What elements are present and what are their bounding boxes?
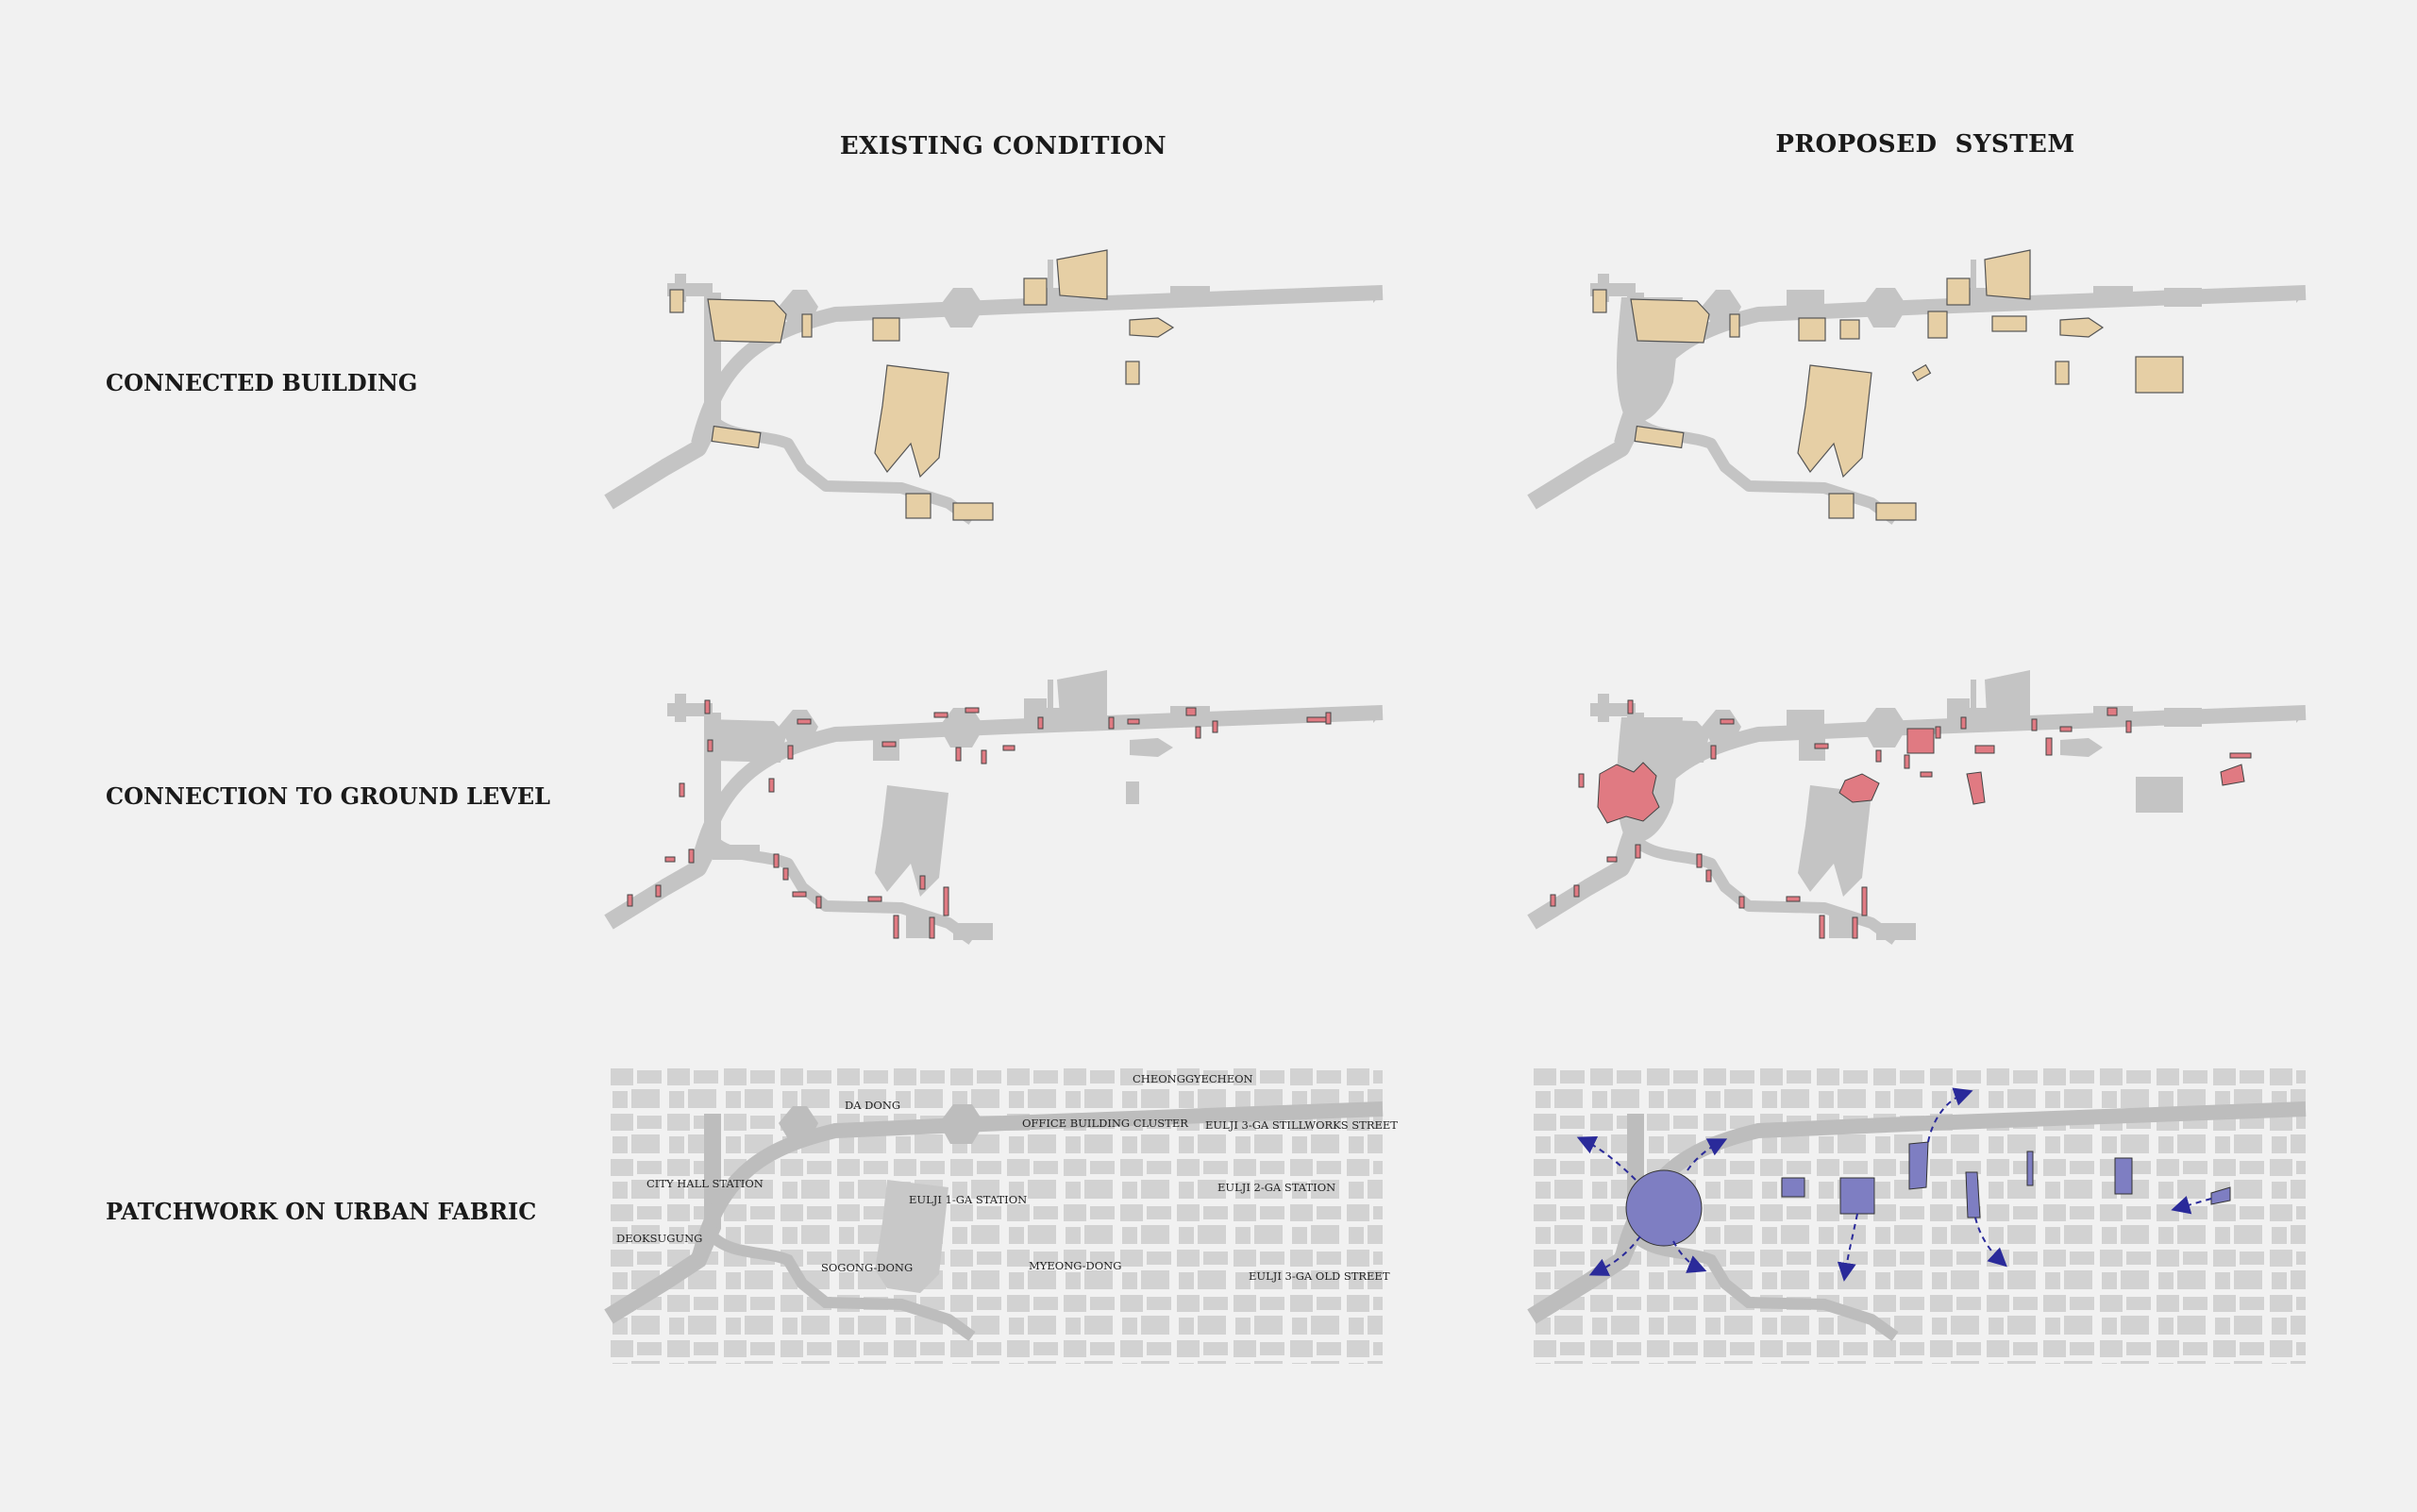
label-eulji2-station: EULJI 2-GA STATION	[1217, 1181, 1335, 1194]
label-city-hall-station: CITY HALL STATION	[646, 1177, 764, 1190]
flow-arrow	[1687, 1138, 1728, 1171]
proposed-node	[2026, 1151, 2034, 1186]
label-eulji1-station: EULJI 1-GA STATION	[909, 1193, 1027, 1206]
column-title-existing: EXISTING CONDITION	[839, 132, 1167, 160]
label-eulji3-old-street: EULJI 3-GA OLD STREET	[1249, 1269, 1390, 1283]
column-title-proposed: PROPOSED SYSTEM	[1775, 130, 2075, 159]
proposed-node	[1965, 1171, 1981, 1218]
flow-arrow	[1837, 1213, 1858, 1282]
label-da-dong: DA DONG	[845, 1099, 900, 1112]
panel-patchwork-existing: CHEONGGYECHEON DA DONG OFFICE BUILDING C…	[604, 1067, 1398, 1364]
proposed-node	[2114, 1157, 2133, 1195]
flow-arrow	[1927, 1087, 1973, 1143]
flow-arrow	[1672, 1240, 1707, 1273]
label-deoksugung: DEOKSUGUNG	[616, 1232, 702, 1245]
panel-connected-proposed	[1532, 241, 2306, 533]
panel-patchwork-proposed	[1527, 1067, 2307, 1364]
label-sogong-dong: SOGONG-DONG	[821, 1261, 913, 1274]
label-cheonggyecheon: CHEONGGYECHEON	[1133, 1072, 1253, 1085]
row-label-connected-building: CONNECTED BUILDING	[106, 369, 418, 396]
proposed-node	[2210, 1186, 2231, 1205]
proposed-hub-node	[1625, 1169, 1703, 1247]
proposed-node	[1908, 1141, 1929, 1190]
row-label-ground-level: CONNECTION TO GROUND LEVEL	[106, 782, 551, 810]
panel-connected-existing	[609, 241, 1383, 533]
panel-ground-proposed	[1532, 661, 2306, 953]
flow-arrow	[1974, 1217, 2007, 1268]
proposed-node	[1839, 1177, 1875, 1215]
label-eulji3-stillworks-street: EULJI 3-GA STILLWORKS STREET	[1205, 1118, 1398, 1132]
proposed-node	[1781, 1177, 1805, 1198]
flow-arrow	[1588, 1235, 1641, 1276]
row-label-urban-fabric: PATCHWORK ON URBAN FABRIC	[106, 1198, 537, 1225]
panel-ground-existing	[609, 661, 1383, 953]
label-office-building-cluster: OFFICE BUILDING CLUSTER	[1022, 1117, 1188, 1130]
label-myeong-dong: MYEONG-DONG	[1029, 1259, 1121, 1272]
